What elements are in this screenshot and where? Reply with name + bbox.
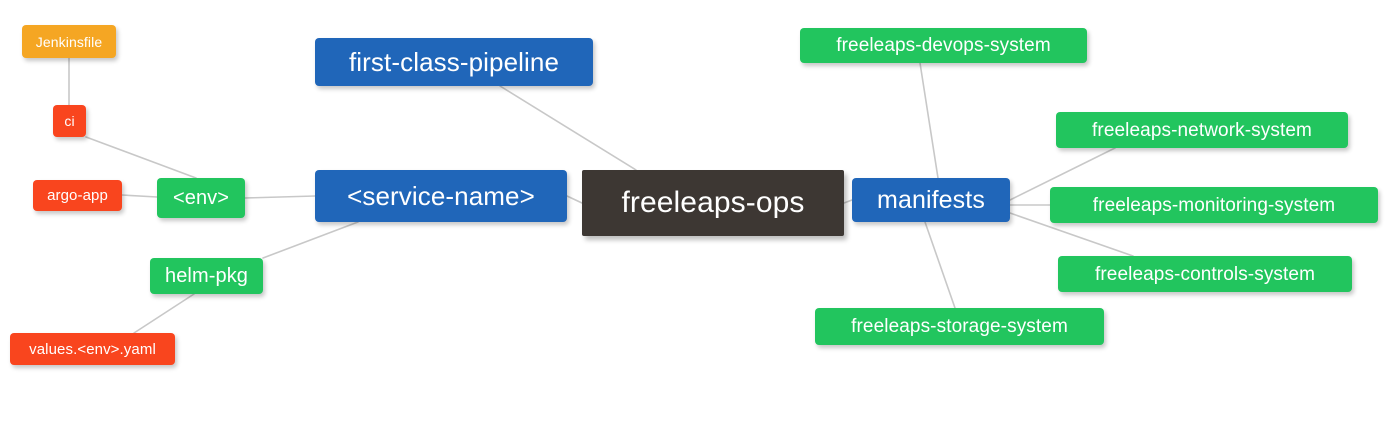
edge-root-to-manifests — [843, 199, 853, 204]
edge-manifests-to-storage — [924, 221, 956, 309]
mindmap-node-controls[interactable]: freeleaps-controls-system — [1058, 256, 1352, 292]
mindmap-node-jenkinsfile[interactable]: Jenkinsfile — [22, 25, 116, 58]
mindmap-node-devops[interactable]: freeleaps-devops-system — [800, 28, 1087, 63]
edge-root-to-pipeline — [499, 85, 637, 171]
mindmap-node-network[interactable]: freeleaps-network-system — [1056, 112, 1348, 148]
mindmap-node-env[interactable]: <env> — [157, 178, 245, 218]
mindmap-node-valuesyaml[interactable]: values.<env>.yaml — [10, 333, 175, 365]
mindmap-node-manifests[interactable]: manifests — [852, 178, 1010, 222]
mindmap-node-service[interactable]: <service-name> — [315, 170, 567, 222]
mindmap-node-argoapp[interactable]: argo-app — [33, 180, 122, 211]
edge-manifests-to-devops — [919, 62, 939, 179]
mindmap-node-ci[interactable]: ci — [53, 105, 86, 137]
edge-helmpkg-to-valuesyaml — [133, 293, 195, 334]
mindmap-node-helmpkg[interactable]: helm-pkg — [150, 258, 263, 294]
edge-service-to-env — [244, 195, 316, 199]
edge-service-to-helmpkg — [262, 221, 359, 259]
mindmap-node-pipeline[interactable]: first-class-pipeline — [315, 38, 593, 86]
mindmap-node-monitoring[interactable]: freeleaps-monitoring-system — [1050, 187, 1378, 223]
edge-env-to-argoapp — [121, 194, 158, 198]
mindmap-node-root[interactable]: freeleaps-ops — [582, 170, 844, 236]
edge-root-to-service — [566, 195, 583, 204]
edge-env-to-ci — [85, 136, 197, 179]
mindmap-node-storage[interactable]: freeleaps-storage-system — [815, 308, 1104, 345]
